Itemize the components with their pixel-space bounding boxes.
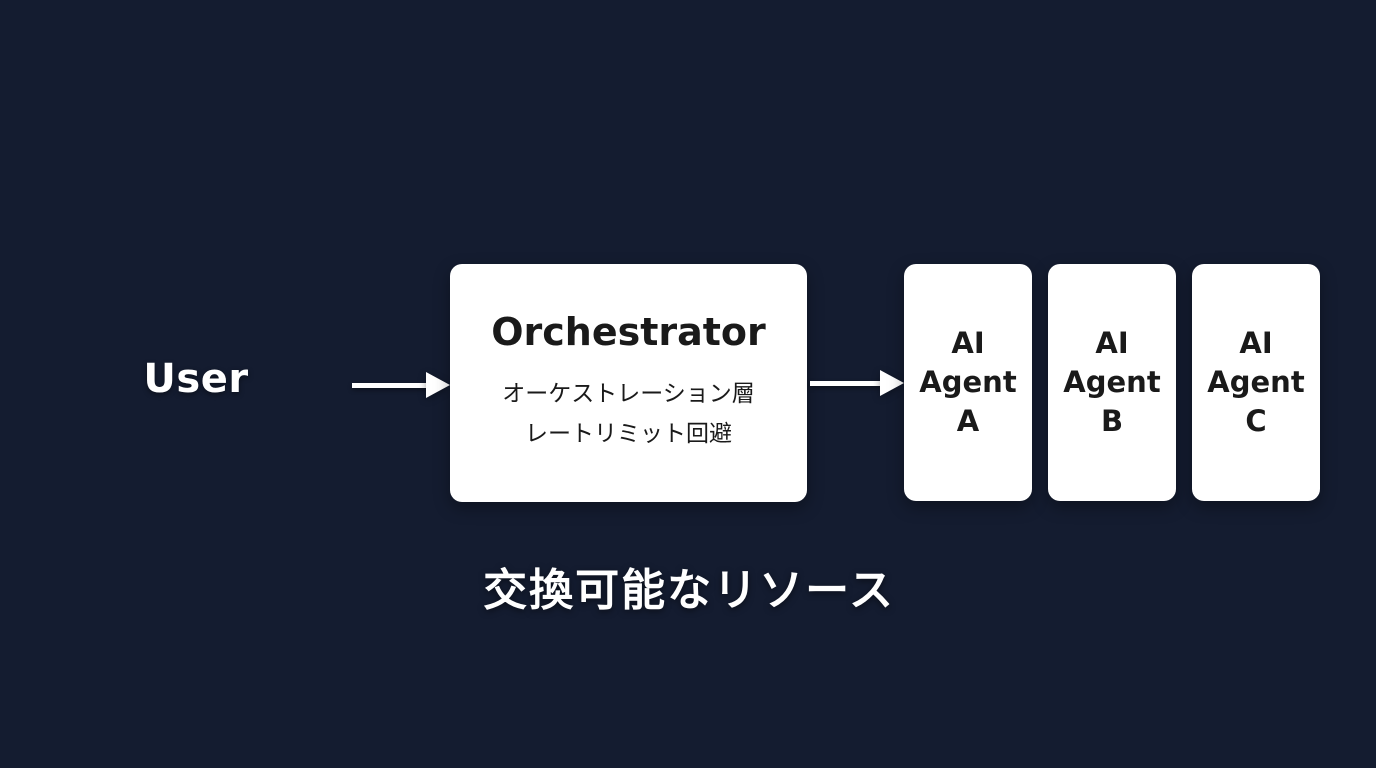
ai-agent-b-node: AI Agent B <box>1048 264 1176 501</box>
agent-label-line: Agent <box>1207 364 1305 399</box>
ai-agent-c-node: AI Agent C <box>1192 264 1320 501</box>
user-node-label: User <box>143 356 249 402</box>
arrow-shaft <box>810 380 882 386</box>
agent-label-line: B <box>1100 404 1124 439</box>
orchestrator-subtitle-line2: レートリミット回避 <box>525 420 732 447</box>
agent-label-line: C <box>1245 404 1267 439</box>
agent-label-line: AI <box>1095 325 1129 360</box>
arrow-head-icon <box>880 370 904 396</box>
diagram-caption: 交換可能なリソース <box>483 565 895 616</box>
agent-label-line: A <box>956 404 980 439</box>
orchestrator-node: Orchestrator オーケストレーション層 レートリミット回避 <box>450 264 807 502</box>
agent-label-line: Agent <box>1063 364 1161 399</box>
agent-label-line: AI <box>1239 325 1273 360</box>
agent-label-line: Agent <box>919 364 1017 399</box>
arrow-shaft <box>352 382 428 388</box>
agent-label-line: AI <box>951 325 985 360</box>
orchestrator-subtitle-line1: オーケストレーション層 <box>502 380 755 407</box>
orchestrator-title: Orchestrator <box>491 309 766 354</box>
arrow-head-icon <box>426 372 450 398</box>
ai-agent-a-node: AI Agent A <box>904 264 1032 501</box>
